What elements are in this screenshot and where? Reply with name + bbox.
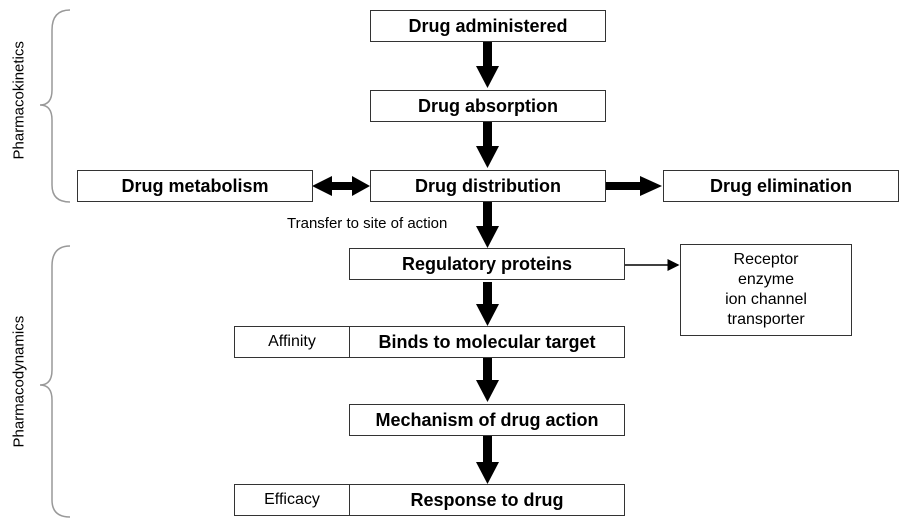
node-response-to-drug: Response to drug xyxy=(349,484,625,516)
node-mechanism-of-action: Mechanism of drug action xyxy=(349,404,625,436)
affinity-box: Affinity xyxy=(234,326,350,358)
arrow-metabolism-distribution xyxy=(312,176,370,196)
pharmacokinetics-label: Pharmacokinetics xyxy=(10,41,28,160)
node-drug-absorption: Drug absorption xyxy=(370,90,606,122)
arrow-distribution-to-elimination xyxy=(606,176,662,196)
targets-box: Receptor enzyme ion channel transporter xyxy=(680,244,852,336)
node-drug-metabolism: Drug metabolism xyxy=(77,170,313,202)
target-ion-channel: ion channel xyxy=(725,291,807,308)
target-enzyme: enzyme xyxy=(737,271,795,288)
node-regulatory-proteins: Regulatory proteins xyxy=(349,248,625,280)
arrow-distribution-to-regulatory xyxy=(476,202,499,248)
target-transporter: transporter xyxy=(727,311,805,328)
arrow-mechanism-to-response xyxy=(476,436,499,484)
arrow-absorption-to-distribution xyxy=(476,122,499,168)
arrow-administered-to-absorption xyxy=(476,42,499,88)
node-drug-elimination: Drug elimination xyxy=(663,170,899,202)
arrow-binds-to-mechanism xyxy=(476,358,499,402)
pharmacokinetics-brace xyxy=(39,9,71,203)
transfer-annotation: Transfer to site of action xyxy=(287,215,448,232)
pharmacodynamics-label: Pharmacodynamics xyxy=(10,315,28,448)
node-drug-administered: Drug administered xyxy=(370,10,606,42)
efficacy-box: Efficacy xyxy=(234,484,350,516)
target-receptor: Receptor xyxy=(733,251,799,268)
node-binds-to-target: Binds to molecular target xyxy=(349,326,625,358)
arrow-regulatory-to-binds xyxy=(476,282,499,326)
node-drug-distribution: Drug distribution xyxy=(370,170,606,202)
pharmacodynamics-brace xyxy=(39,245,71,518)
